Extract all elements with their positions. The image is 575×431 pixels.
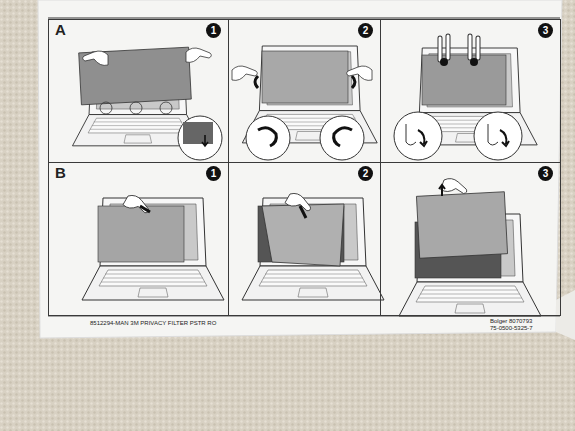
callout-number: 2 bbox=[358, 23, 373, 38]
paper-curl bbox=[556, 290, 575, 340]
footer-code: 8512294-MAN 3M PRIVACY FILTER PSTR RO bbox=[90, 320, 216, 327]
laptop-drawing bbox=[394, 36, 537, 160]
section-letter: A bbox=[55, 22, 66, 39]
section-letter: B bbox=[55, 165, 66, 182]
laptop-drawing bbox=[72, 47, 222, 160]
footer-code: Bolger 8070793 bbox=[490, 318, 532, 325]
paper-sheet bbox=[38, 0, 562, 338]
callout-number: 3 bbox=[538, 23, 553, 38]
laptop-drawing bbox=[399, 176, 541, 316]
laptop-drawing bbox=[232, 46, 377, 160]
step-panel: 3 bbox=[380, 19, 561, 163]
callout-number: 1 bbox=[206, 166, 221, 181]
callout-number: 3 bbox=[538, 166, 553, 181]
step-panel: 2 bbox=[228, 162, 381, 316]
step-panel: 1 bbox=[48, 162, 229, 316]
step-panel: 1 bbox=[48, 19, 229, 163]
footer-code: 75-0500-5325-7 bbox=[490, 325, 533, 332]
laptop-drawing bbox=[242, 191, 384, 300]
laptop-drawing bbox=[82, 193, 224, 300]
step-panel: 2 bbox=[228, 19, 381, 163]
callout-number: 1 bbox=[206, 23, 221, 38]
callout-number: 2 bbox=[358, 166, 373, 181]
step-panel: 3 bbox=[380, 162, 561, 316]
